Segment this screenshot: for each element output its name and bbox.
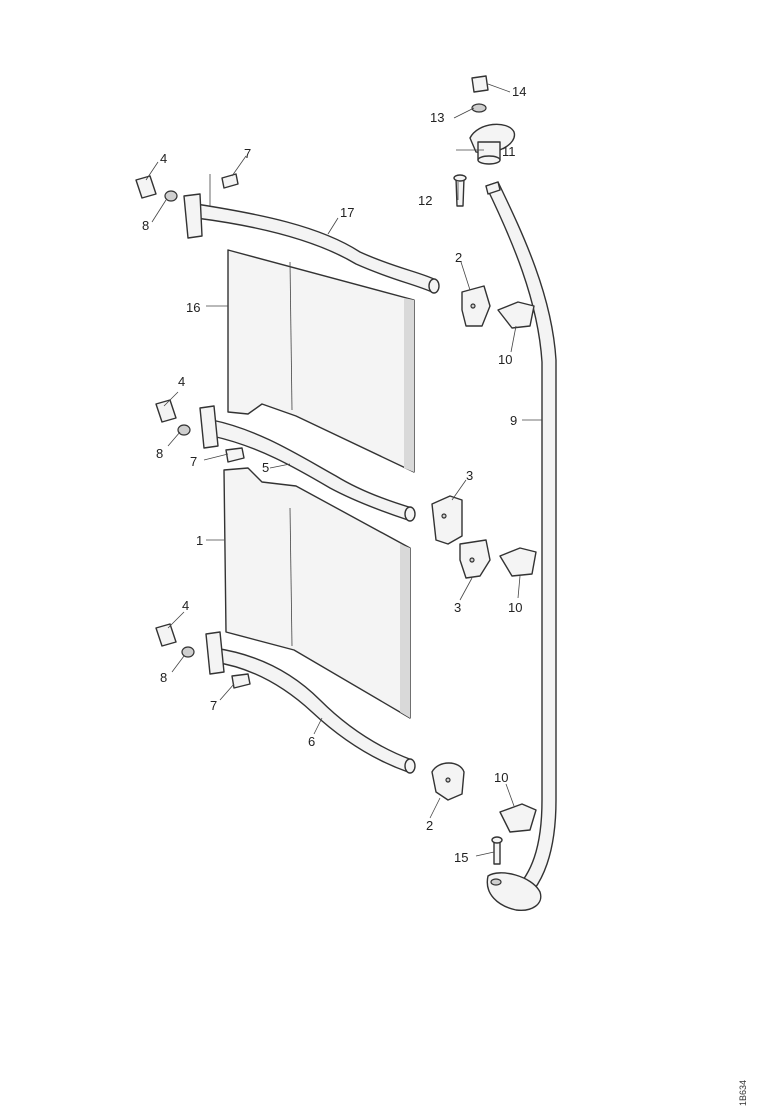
hinge-3-upper [431, 495, 463, 545]
label-3-lower: 3 [454, 600, 461, 615]
label-11: 11 [502, 144, 516, 159]
label-10-b: 10 [508, 600, 522, 615]
label-2-lower: 2 [426, 818, 433, 833]
label-10-c: 10 [494, 770, 508, 785]
label-7-upper: 7 [244, 146, 251, 161]
reference-code: 1B634 [738, 1080, 748, 1106]
screw-7-lower [231, 673, 251, 689]
top-fitting [469, 75, 516, 165]
upper-rail [183, 193, 440, 294]
hinge-2-upper [461, 285, 491, 327]
washer-8-middle [177, 424, 191, 436]
label-6: 6 [308, 734, 315, 749]
bracket-10-a [497, 301, 535, 329]
label-8-middle: 8 [156, 446, 163, 461]
label-4-upper: 4 [160, 151, 167, 166]
label-4-lower: 4 [182, 598, 189, 613]
lower-door-panel [223, 467, 411, 719]
hinge-2-lower [431, 762, 465, 801]
pin-4-lower [155, 623, 177, 647]
label-16: 16 [186, 300, 200, 315]
middle-rail [199, 405, 416, 522]
bracket-10-b [499, 547, 537, 577]
label-5: 5 [262, 460, 269, 475]
pin-4-upper [135, 175, 157, 199]
label-7-middle: 7 [190, 454, 197, 469]
bottom-bracket [486, 872, 542, 911]
label-3-upper: 3 [466, 468, 473, 483]
label-7-lower: 7 [210, 698, 217, 713]
screw-7-middle [225, 447, 245, 463]
screw-7-upper [221, 173, 239, 189]
label-13: 13 [430, 110, 444, 125]
label-8-lower: 8 [160, 670, 167, 685]
label-8-upper: 8 [142, 218, 149, 233]
lower-rail [205, 631, 416, 774]
label-2-upper: 2 [455, 250, 462, 265]
hinge-3-lower [459, 539, 491, 579]
bracket-10-c [499, 803, 537, 833]
washer-8-lower [181, 646, 195, 658]
label-17: 17 [340, 205, 354, 220]
long-tube [485, 181, 557, 905]
label-14: 14 [512, 84, 526, 99]
label-12: 12 [418, 193, 432, 208]
label-15: 15 [454, 850, 468, 865]
upper-door-panel [227, 249, 415, 473]
screw-15 [491, 836, 503, 865]
label-4-middle: 4 [178, 374, 185, 389]
screw-12 [453, 174, 467, 207]
label-9: 9 [510, 413, 517, 428]
pin-4-middle [155, 399, 177, 423]
label-10-a: 10 [498, 352, 512, 367]
leader-lines [145, 83, 542, 857]
label-1: 1 [196, 533, 203, 548]
washer-8-upper [164, 190, 178, 202]
